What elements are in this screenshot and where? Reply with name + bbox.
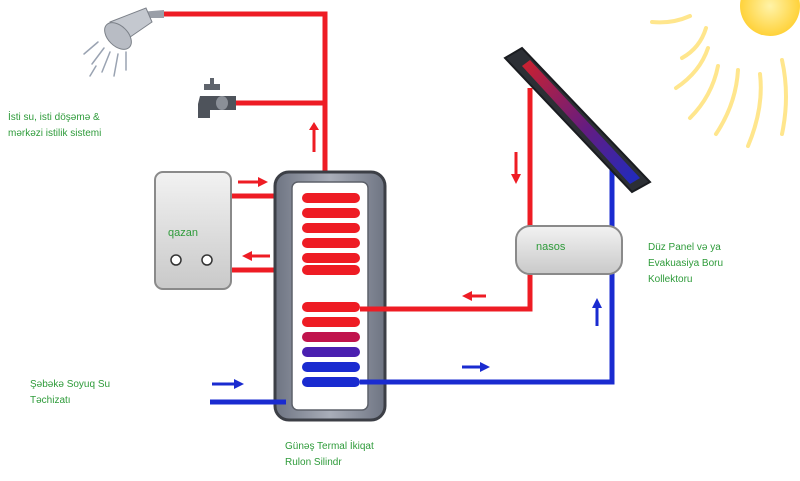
solar-hot-loop bbox=[360, 88, 533, 312]
hot-water-label-line1: İsti su, isti döşəmə & bbox=[8, 112, 100, 123]
collector-label-line1: Düz Panel və ya bbox=[648, 242, 721, 253]
shower-head-icon bbox=[83, 7, 164, 77]
solar-collector bbox=[503, 46, 652, 194]
up-arrow bbox=[309, 122, 319, 130]
boiler-unit bbox=[154, 171, 232, 290]
cylinder-label-line2: Rulon Silindr bbox=[285, 457, 342, 468]
pump-label: nasos bbox=[536, 241, 566, 253]
boiler-label: qazan bbox=[168, 227, 198, 239]
pump-unit bbox=[515, 225, 623, 275]
lower-coil bbox=[302, 302, 360, 387]
sun-icon bbox=[650, 0, 800, 148]
cylinder-label-line1: Günəş Termal İkiqat bbox=[285, 441, 374, 452]
cold-supply-label-line2: Təchizatı bbox=[30, 395, 71, 406]
faucet-icon bbox=[198, 78, 236, 118]
boiler-arrows bbox=[238, 177, 270, 261]
hot-water-label-line2: mərkəzi istilik sistemi bbox=[8, 128, 102, 139]
hot-water-pipes bbox=[160, 11, 328, 196]
collector-label-line3: Kollektoru bbox=[648, 274, 693, 285]
loop-arrows bbox=[462, 152, 602, 372]
upper-coil bbox=[302, 193, 360, 275]
collector-label-line2: Evakuasiya Boru bbox=[648, 258, 724, 269]
cold-supply-label-line1: Şəbəkə Soyuq Su bbox=[30, 379, 111, 390]
cold-supply-pipe bbox=[210, 379, 286, 405]
